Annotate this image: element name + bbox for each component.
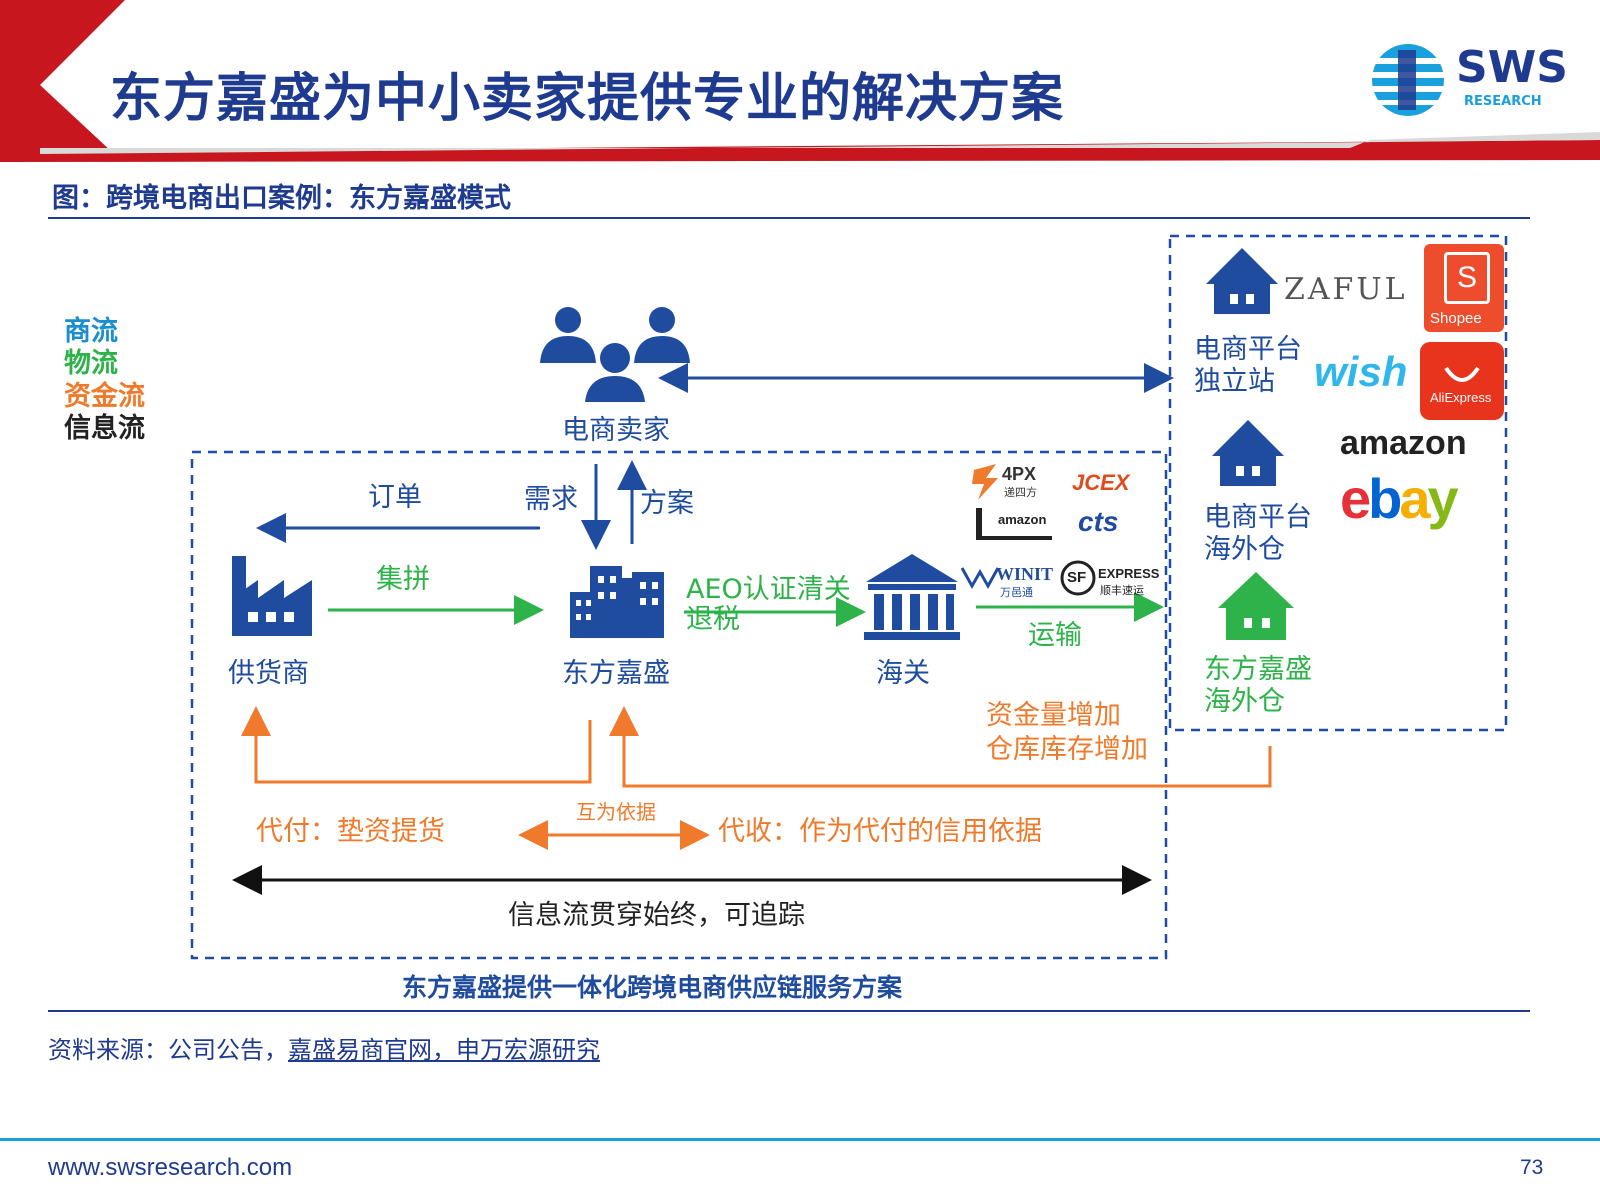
flow-info: 信息流贯穿始终，可追踪 <box>508 900 805 931</box>
fourpx-logo-sub: 递四方 <box>1004 486 1037 499</box>
node-supplier: 供货商 <box>228 658 309 689</box>
header-banner <box>0 0 1600 162</box>
flow-mutual: 互为依据 <box>576 800 656 824</box>
ebay-a: a <box>1399 467 1430 530</box>
platform-overseas-label-2: 海外仓 <box>1204 534 1285 565</box>
node-seller: 电商卖家 <box>562 415 670 446</box>
source-prefix: 资料来源：公司公告， <box>48 1036 288 1064</box>
legend-logistics: 物流 <box>64 348 118 380</box>
cts-logo: cts <box>1078 506 1119 537</box>
winit-logo: WINIT <box>996 564 1054 584</box>
node-customs: 海关 <box>876 658 930 689</box>
fourpx-logo: 4PX <box>1002 464 1037 484</box>
legend-commerce: 商流 <box>64 316 118 347</box>
winit-icon <box>960 567 1000 590</box>
sws-logo: SWS RESEARCH <box>1368 40 1568 120</box>
flow-collect-on-behalf: 代收：作为代付的信用依据 <box>718 816 1042 847</box>
source-note: 资料来源：公司公告，嘉盛易商官网，申万宏源研究 <box>48 1030 600 1065</box>
legend-capital: 资金流 <box>64 380 145 412</box>
shopee-bag-icon: S <box>1444 252 1490 304</box>
platform-independent-label-2: 独立站 <box>1194 366 1275 397</box>
legend-information: 信息流 <box>64 413 145 445</box>
house-icon-overseas <box>1212 420 1284 486</box>
flow-demand: 需求 <box>524 484 578 515</box>
customs-building-icon <box>864 554 960 640</box>
solution-caption: 东方嘉盛提供一体化跨境电商供应链服务方案 <box>402 973 903 1002</box>
sellers-icon <box>540 307 690 402</box>
amazon-fba-logo: amazon <box>998 512 1047 527</box>
flow-funds-1: 资金量增加 <box>986 700 1121 731</box>
ebay-b: b <box>1368 467 1402 530</box>
company-overseas-label-2: 海外仓 <box>1204 686 1285 717</box>
company-overseas-label-1: 东方嘉盛 <box>1204 654 1312 685</box>
house-icon-independent <box>1206 248 1278 314</box>
flow-solution: 方案 <box>640 488 694 519</box>
house-icon-company-overseas <box>1218 572 1294 640</box>
source-link[interactable]: 嘉盛易商官网，申万宏源研究 <box>288 1036 600 1064</box>
figure-caption: 图：跨境电商出口案例：东方嘉盛模式 <box>52 183 511 214</box>
shopee-logo-text: Shopee <box>1430 310 1482 327</box>
jcex-logo: JCEX <box>1072 470 1130 495</box>
solution-box <box>190 450 1168 960</box>
sws-logo-sub: RESEARCH <box>1464 94 1542 109</box>
ebay-logo: ebay <box>1340 466 1459 531</box>
caption-divider <box>48 217 1530 219</box>
flow-consolidate: 集拼 <box>376 564 430 595</box>
sf-logo: SF <box>1067 569 1087 586</box>
platform-independent-label-1: 电商平台 <box>1194 334 1302 365</box>
flow-transport: 运输 <box>1028 620 1082 651</box>
amazon-fba-icon <box>976 508 1052 540</box>
amazon-logo: amazon <box>1340 424 1467 462</box>
platform-overseas-label-1: 电商平台 <box>1204 502 1312 533</box>
page-title: 东方嘉盛为中小卖家提供专业的解决方案 <box>110 68 1065 129</box>
ebay-y: y <box>1427 467 1459 530</box>
ebay-e: e <box>1340 467 1371 530</box>
flow-clearance-1: AEO认证清关 <box>686 574 851 605</box>
fourpx-icon <box>972 464 998 500</box>
factory-icon <box>232 556 312 636</box>
company-buildings-icon <box>570 566 664 638</box>
aliexpress-logo-text: AliExpress <box>1430 390 1492 405</box>
sws-logo-main: SWS <box>1456 42 1568 93</box>
zaful-logo: ZAFUL <box>1284 272 1408 307</box>
sf-icon <box>1060 560 1096 596</box>
node-company: 东方嘉盛 <box>562 658 670 689</box>
flow-order: 订单 <box>368 482 422 513</box>
legend: 商流 物流 资金流 信息流 <box>64 316 145 446</box>
flow-funds-2: 仓库库存增加 <box>986 734 1148 765</box>
platform-box <box>1168 234 1508 732</box>
flow-pay-on-behalf: 代付：垫资提货 <box>256 816 445 847</box>
footer-url[interactable]: www.swsresearch.com <box>48 1154 293 1181</box>
wish-logo: wish <box>1314 348 1408 395</box>
sws-globe-icon <box>1372 44 1444 116</box>
footer-rule <box>0 1138 1600 1141</box>
source-divider <box>48 1010 1530 1012</box>
sf-express-logo: EXPRESS <box>1098 566 1160 581</box>
flow-clearance-2: 退税 <box>686 604 740 635</box>
sf-logo-sub: 顺丰速运 <box>1100 584 1144 597</box>
winit-logo-sub: 万邑通 <box>1000 586 1033 599</box>
page-number: 73 <box>1520 1156 1544 1179</box>
